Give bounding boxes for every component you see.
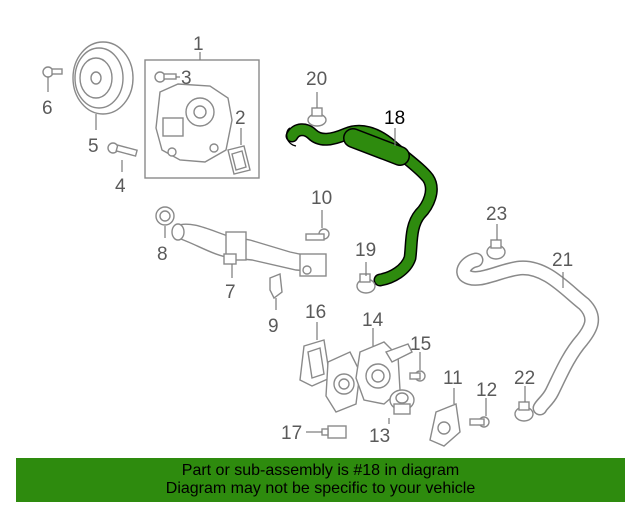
label-7: 7 [225, 282, 236, 303]
water-pipe-part[interactable] [171, 223, 327, 277]
sensor-17-part[interactable] [321, 425, 347, 439]
banner-line-1: Part or sub-assembly is #18 in diagram [181, 462, 460, 479]
label-3: 3 [181, 68, 192, 89]
bolt-6-part[interactable] [42, 66, 63, 78]
label-16: 16 [305, 302, 326, 323]
bolt-3-part[interactable] [154, 71, 177, 83]
label-11: 11 [443, 368, 463, 389]
label-23: 23 [486, 204, 507, 225]
label-21: 21 [552, 250, 573, 271]
label-19: 19 [355, 240, 376, 261]
label-8: 8 [157, 244, 168, 265]
clamp-19-part[interactable] [356, 273, 376, 294]
bolt-4-part[interactable] [107, 142, 138, 157]
label-22: 22 [514, 368, 535, 389]
bolt-15-part[interactable] [409, 370, 426, 382]
label-20: 20 [306, 69, 327, 90]
label-13: 13 [369, 426, 390, 447]
clamp-23-part[interactable] [486, 239, 506, 260]
label-17: 17 [281, 423, 302, 444]
label-12: 12 [476, 380, 497, 401]
thermostat-13-part[interactable] [389, 389, 415, 415]
thermostat-cover-part[interactable] [325, 351, 361, 413]
housing-11-part[interactable] [429, 403, 461, 447]
clamp-22-part[interactable] [514, 401, 534, 422]
clamp-20-part[interactable] [307, 107, 327, 127]
hose-18-highlighted-part[interactable] [285, 123, 438, 287]
gasket-9-part[interactable] [269, 273, 283, 300]
label-9: 9 [268, 316, 279, 337]
hose-21-part[interactable] [456, 252, 600, 416]
label-18: 18 [384, 108, 405, 129]
gasket-part[interactable] [227, 145, 251, 175]
bolt-10-part[interactable] [305, 228, 330, 241]
label-10: 10 [311, 188, 332, 209]
label-15: 15 [410, 334, 431, 355]
water-pump-assembly[interactable] [144, 59, 260, 179]
pulley-part[interactable] [72, 41, 134, 115]
bolt-12-part[interactable] [469, 416, 490, 428]
label-5: 5 [88, 136, 99, 157]
gasket-16-part[interactable] [299, 339, 331, 387]
info-banner: Part or sub-assembly is #18 in diagram D… [16, 458, 625, 502]
label-4: 4 [115, 176, 126, 197]
label-1: 1 [193, 34, 204, 55]
o-ring-8-part[interactable] [155, 206, 175, 226]
thermostat-housing-14-part[interactable] [355, 341, 413, 405]
label-6: 6 [42, 98, 53, 119]
label-2: 2 [235, 108, 246, 129]
banner-line-2: Diagram may not be specific to your vehi… [165, 480, 476, 497]
label-14: 14 [362, 310, 384, 331]
